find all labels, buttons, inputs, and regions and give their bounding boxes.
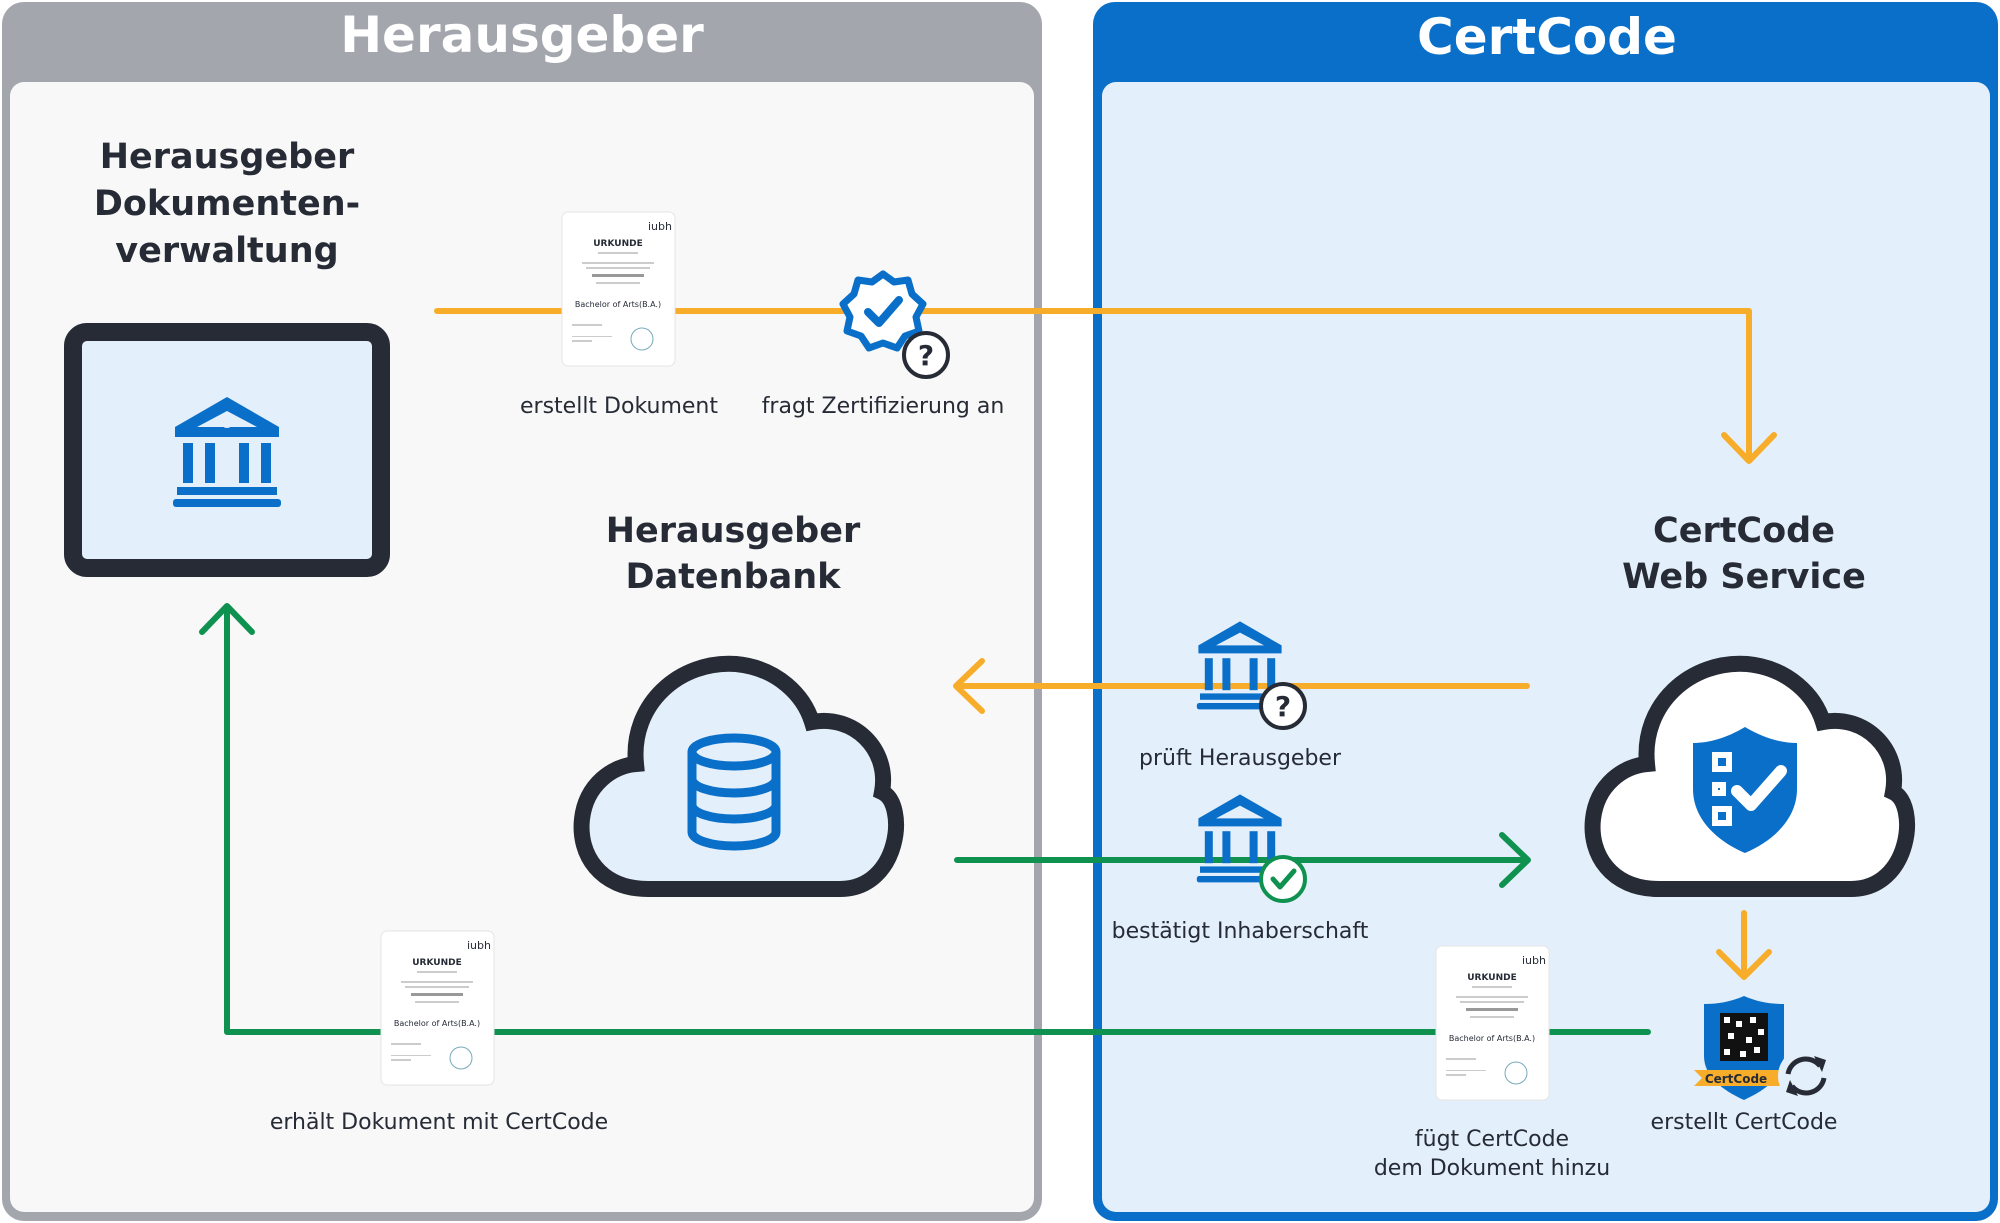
shield-check-icon xyxy=(1693,727,1797,853)
svg-text:?: ? xyxy=(918,339,934,372)
arrow-check-issuer xyxy=(953,658,1530,714)
step-requests-certification: fragt Zertifizierung an xyxy=(762,394,1005,419)
step-adds-certcode-line: fügt CertCode xyxy=(1415,1127,1569,1152)
check-circle-icon xyxy=(1259,855,1307,903)
step-confirms-ownership: bestätigt Inhaberschaft xyxy=(1112,919,1369,944)
certificate-document: iubh URKUNDE Bachelor of Arts(B.A.) xyxy=(1435,945,1550,1101)
web-service-cloud xyxy=(1593,664,1907,889)
certificate-document: iubh URKUNDE Bachelor of Arts(B.A.) xyxy=(561,211,676,367)
verified-badge-icon xyxy=(839,270,927,352)
document-management-tablet xyxy=(64,323,390,577)
title-line: Web Service xyxy=(1622,557,1866,597)
title-line: Dokumenten- xyxy=(94,184,360,224)
arrow-return-document xyxy=(199,603,1651,1035)
step-adds-certcode-line: dem Dokument hinzu xyxy=(1374,1156,1610,1181)
step-receives-document: erhält Dokument mit CertCode xyxy=(270,1110,608,1135)
web-service-title: CertCode Web Service xyxy=(1622,511,1866,597)
database-cloud xyxy=(582,664,896,889)
title-line: Datenbank xyxy=(626,557,842,597)
step-creates-document: erstellt Dokument xyxy=(520,394,718,419)
check-issuer-icon: ? xyxy=(1196,621,1307,730)
arrow-create-certcode xyxy=(1716,910,1772,980)
certificate-brand: iubh xyxy=(467,939,491,952)
title-line: Herausgeber xyxy=(100,137,355,177)
certificate-degree: Bachelor of Arts(B.A.) xyxy=(394,1019,480,1028)
bank-icon xyxy=(173,397,281,507)
certificate-heading: URKUNDE xyxy=(1467,973,1517,983)
issuer-panel-title: Herausgeber xyxy=(340,6,704,64)
certificate-degree: Bachelor of Arts(B.A.) xyxy=(1449,1034,1535,1043)
badge-label: CertCode xyxy=(1705,1072,1767,1086)
certcode-panel-title: CertCode xyxy=(1417,8,1677,66)
step-creates-certcode: erstellt CertCode xyxy=(1651,1110,1838,1135)
certificate-brand: iubh xyxy=(1522,954,1546,967)
certcode-panel: CertCode xyxy=(1093,2,1998,1221)
title-line: Herausgeber xyxy=(606,511,861,551)
certification-request-icon: ? xyxy=(839,270,950,379)
step-checks-issuer: prüft Herausgeber xyxy=(1139,746,1342,771)
question-icon: ? xyxy=(1259,682,1307,730)
document-management-title: Herausgeber Dokumenten- verwaltung xyxy=(94,137,360,271)
database-title: Herausgeber Datenbank xyxy=(606,511,861,597)
refresh-icon xyxy=(1778,1048,1834,1104)
database-icon xyxy=(687,733,781,851)
svg-text:?: ? xyxy=(1275,690,1291,723)
title-line: verwaltung xyxy=(115,231,338,271)
certificate-brand: iubh xyxy=(648,220,672,233)
certificate-heading: URKUNDE xyxy=(593,239,643,249)
question-icon: ? xyxy=(902,331,950,379)
title-line: CertCode xyxy=(1653,511,1835,551)
certificate-heading: URKUNDE xyxy=(412,958,462,968)
certificate-degree: Bachelor of Arts(B.A.) xyxy=(575,300,661,309)
certcode-badge: CertCode xyxy=(1694,996,1834,1104)
confirm-ownership-icon xyxy=(1196,794,1307,903)
arrow-confirm-ownership xyxy=(954,832,1531,888)
certificate-document: iubh URKUNDE Bachelor of Arts(B.A.) xyxy=(380,930,495,1086)
